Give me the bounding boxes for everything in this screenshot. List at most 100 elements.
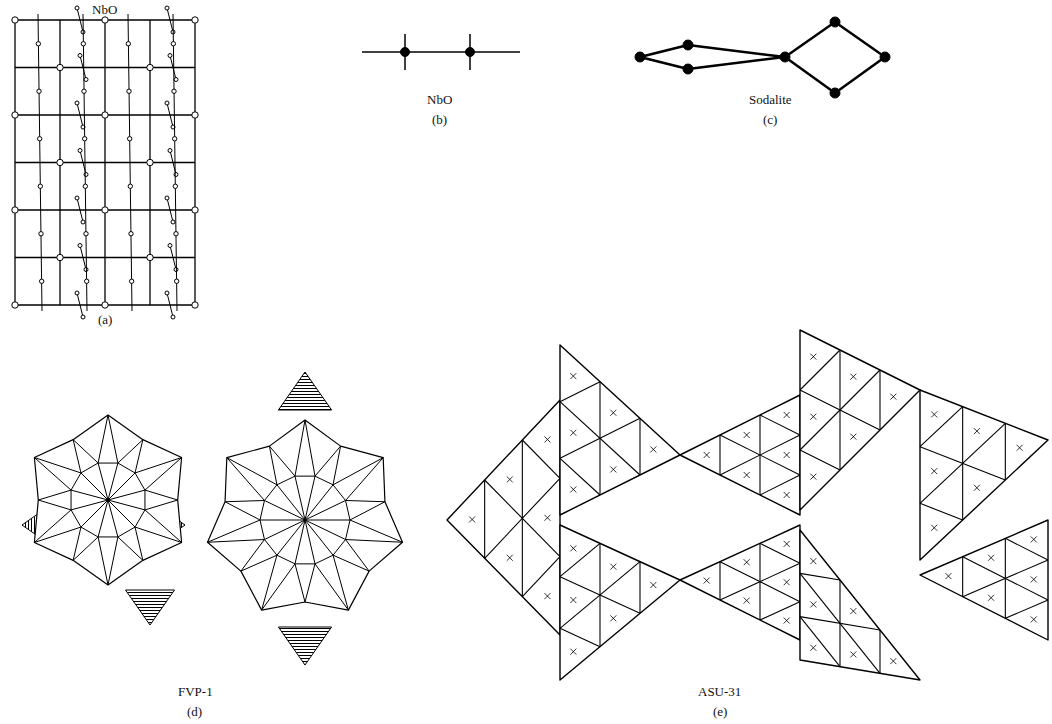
bond-line [890,658,896,664]
nbo-vertex-symbol [362,34,520,70]
bond-line [305,520,350,521]
atom-dot [84,279,88,283]
bond-line [850,608,856,614]
atom-dot [192,112,198,118]
bond-line [785,22,835,57]
bond-line [988,595,994,601]
bond-line [522,557,560,597]
bond-line [931,468,937,474]
atom-dot [129,279,133,283]
bond-line [260,500,264,520]
bond-line [610,615,616,621]
bond-line [135,458,182,473]
bond-line [135,473,145,490]
bond-line [34,510,71,543]
atom-dot [192,17,198,23]
atom-dot [165,196,169,200]
bond-line [522,440,560,478]
bond-line [760,475,800,495]
bond-line [784,579,790,585]
bond-line [1017,445,1023,451]
bond-line [640,57,688,69]
bond-line [704,452,710,458]
bond-line [135,510,145,527]
bond-line [208,520,260,542]
bond-line [760,602,800,620]
tetrahedron [278,627,331,665]
bond-line [610,466,616,472]
bond-line [810,414,816,420]
bond-line [974,485,980,491]
bond-line [744,598,750,604]
bond-line [784,618,790,624]
bond-line [785,57,835,93]
bond-line [810,601,816,607]
bond-line [15,67,195,68]
bond-line [931,525,937,531]
panel-letter: (b) [432,112,447,128]
bond-line [170,56,176,80]
bond-line [346,500,350,520]
nbo-net [0,6,198,319]
bond-line [469,516,475,522]
bond-line [262,564,295,610]
atom-dot [102,112,108,118]
bond-line [305,520,346,540]
bond-line [931,411,937,417]
bond-line [71,500,108,510]
bond-line [305,564,315,602]
bond-line [264,520,305,540]
atom-dot [165,6,169,10]
bond-line [173,14,177,311]
sodalite-vertex-symbol [635,17,890,98]
cluster-outline [34,415,181,585]
atom-dot [174,78,178,82]
bond-line [544,436,550,442]
bond-line [315,564,348,610]
bond-line [227,458,277,485]
bond-line [241,540,265,572]
bond-line [640,45,688,57]
bond-line [800,617,840,667]
bond-line [810,354,816,360]
bond-line [77,198,83,222]
bond-line [305,520,315,564]
bond-line [744,432,750,438]
bond-line [346,540,403,543]
bond-line [560,458,600,495]
bond-line [610,466,616,472]
bond-line [34,458,71,491]
bond-line [295,420,305,476]
cluster-outline [208,420,403,610]
atom-dot [12,302,18,308]
bond-line [810,558,816,564]
bond-line [135,440,143,473]
atom-dot [147,64,153,70]
bond-line [333,540,345,556]
bond-line [118,463,135,473]
bond-line [879,370,880,430]
structure-name: ASU-31 [698,684,741,700]
bond-line [719,562,720,600]
bond-line [810,601,816,607]
bond-line [962,557,963,597]
bond-line [362,51,520,53]
structure-name: Sodalite [749,92,792,108]
bond-line [118,537,143,560]
bond-line [810,414,816,420]
bond-line [704,452,710,458]
bond-line [118,440,143,463]
bond-line [507,555,513,561]
bond-line [931,411,937,417]
bond-line [720,435,800,475]
bond-line [800,573,880,673]
supertetrahedron [560,525,680,680]
bond-line [920,447,1005,480]
bond-line [890,394,896,400]
bond-line [81,463,98,473]
bond-line [784,579,790,585]
bond-line [1031,616,1037,622]
bond-line [333,446,341,485]
bond-line [167,8,173,32]
bond-line [650,446,656,452]
